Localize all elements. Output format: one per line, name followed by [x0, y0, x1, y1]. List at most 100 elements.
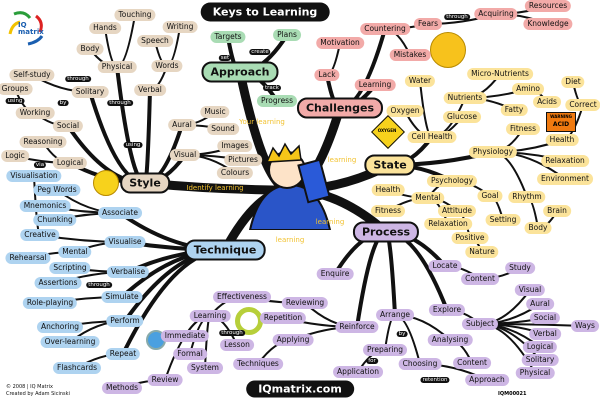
- process-node[interactable]: Repetition: [259, 312, 307, 324]
- process-node[interactable]: Ways: [571, 320, 599, 332]
- approach-node[interactable]: Progress: [256, 95, 298, 107]
- challenges-node[interactable]: Countering: [360, 23, 410, 35]
- technique-node[interactable]: Anchoring: [36, 321, 84, 333]
- style-node[interactable]: Writing: [162, 21, 198, 33]
- process-node[interactable]: Enquire: [316, 268, 354, 280]
- state-node[interactable]: Fitness: [506, 123, 540, 135]
- state-node[interactable]: Health: [371, 184, 405, 196]
- style-node[interactable]: Colours: [216, 167, 254, 179]
- style-node[interactable]: Sound: [207, 123, 239, 135]
- approach-node[interactable]: Targets: [210, 31, 246, 43]
- style-node[interactable]: Aural: [168, 119, 196, 131]
- state-node[interactable]: Positive: [451, 232, 489, 244]
- state-node[interactable]: Fatty: [500, 104, 528, 116]
- state-node[interactable]: Setting: [485, 214, 521, 226]
- challenges-node[interactable]: Fears: [413, 18, 443, 30]
- technique-hub-node[interactable]: Technique: [184, 239, 266, 261]
- technique-node[interactable]: Peg Words: [33, 184, 81, 196]
- technique-node[interactable]: Visualise: [104, 236, 146, 248]
- style-node[interactable]: Verbal: [134, 84, 166, 96]
- challenges-node[interactable]: Resources: [524, 0, 572, 12]
- style-node[interactable]: Solitary: [71, 86, 109, 98]
- process-node[interactable]: Techniques: [233, 358, 283, 370]
- technique-node[interactable]: Rehearsal: [5, 252, 51, 264]
- process-node[interactable]: Review: [147, 374, 183, 386]
- process-node[interactable]: Solitary: [521, 354, 559, 366]
- state-node[interactable]: Water: [404, 75, 436, 87]
- style-node[interactable]: Speech: [137, 35, 173, 47]
- state-node[interactable]: Environment: [537, 173, 593, 185]
- process-node[interactable]: Methods: [101, 382, 143, 394]
- technique-node[interactable]: Mental: [58, 246, 92, 258]
- style-node[interactable]: Hands: [89, 22, 121, 34]
- challenges-node[interactable]: Lack: [314, 69, 340, 81]
- style-hub-node[interactable]: Style: [120, 172, 170, 194]
- technique-node[interactable]: Visualisation: [6, 170, 62, 182]
- state-node[interactable]: Goal: [477, 190, 503, 202]
- state-node[interactable]: Diet: [561, 76, 585, 88]
- process-node[interactable]: Arrange: [376, 309, 414, 321]
- process-node[interactable]: Applying: [272, 334, 314, 346]
- process-node[interactable]: Learning: [189, 310, 231, 322]
- state-node[interactable]: Mental: [411, 192, 445, 204]
- state-node[interactable]: Brain: [543, 205, 571, 217]
- process-node[interactable]: Effectiveness: [213, 291, 271, 303]
- state-node[interactable]: Oxygen: [386, 105, 424, 117]
- style-node[interactable]: Music: [200, 106, 230, 118]
- process-node[interactable]: Reviewing: [281, 297, 329, 309]
- style-node[interactable]: Physical: [97, 61, 137, 73]
- style-node[interactable]: Logical: [52, 157, 88, 169]
- process-node[interactable]: Approach: [465, 374, 509, 386]
- state-node[interactable]: Correct: [565, 99, 600, 111]
- process-node[interactable]: Application: [333, 366, 383, 378]
- technique-node[interactable]: Flashcards: [53, 362, 101, 374]
- technique-node[interactable]: Scripting: [49, 262, 91, 274]
- style-node[interactable]: Words: [151, 60, 183, 72]
- technique-node[interactable]: Perform: [106, 315, 144, 327]
- state-node[interactable]: Fitness: [371, 205, 405, 217]
- process-node[interactable]: Explore: [428, 304, 466, 316]
- technique-node[interactable]: Chunking: [33, 214, 77, 226]
- technique-node[interactable]: Role-playing: [22, 297, 78, 309]
- state-node[interactable]: Rhythm: [508, 191, 546, 203]
- state-node[interactable]: Attitude: [437, 205, 477, 217]
- challenges-node[interactable]: Learning: [354, 79, 396, 91]
- state-node[interactable]: Acids: [533, 96, 561, 108]
- technique-node[interactable]: Verbalise: [106, 266, 150, 278]
- state-node[interactable]: Psychology: [426, 175, 478, 187]
- style-node[interactable]: Groups: [0, 83, 33, 95]
- technique-node[interactable]: Creative: [20, 229, 60, 241]
- process-node[interactable]: Social: [529, 312, 561, 324]
- process-node[interactable]: Content: [461, 273, 499, 285]
- state-node[interactable]: Relaxation: [541, 155, 589, 167]
- technique-node[interactable]: Associate: [98, 207, 142, 219]
- process-node[interactable]: Analysing: [427, 334, 473, 346]
- process-node[interactable]: Locate: [428, 260, 462, 272]
- process-node[interactable]: Visual: [514, 284, 546, 296]
- process-node[interactable]: Physical: [515, 367, 555, 379]
- process-node[interactable]: Subject: [461, 318, 499, 330]
- technique-node[interactable]: Over-learning: [40, 336, 100, 348]
- challenges-node[interactable]: Mistakes: [389, 49, 431, 61]
- state-node[interactable]: Cell Health: [407, 131, 457, 143]
- state-node[interactable]: Glucose: [443, 111, 481, 123]
- state-node[interactable]: Relaxation: [424, 218, 472, 230]
- process-node[interactable]: Verbal: [529, 328, 561, 340]
- style-node[interactable]: Pictures: [224, 154, 262, 166]
- challenges-hub-node[interactable]: Challenges: [296, 97, 384, 119]
- process-node[interactable]: Aural: [526, 298, 554, 310]
- challenges-node[interactable]: Acquiring: [474, 8, 518, 20]
- state-node[interactable]: Physiology: [468, 146, 518, 158]
- process-node[interactable]: Reinforce: [335, 321, 379, 333]
- website-banner[interactable]: IQmatrix.com: [246, 380, 354, 398]
- style-node[interactable]: Logic: [1, 150, 29, 162]
- state-hub-node[interactable]: State: [364, 154, 416, 176]
- process-node[interactable]: Lesson: [220, 339, 254, 351]
- state-node[interactable]: Amino: [512, 83, 544, 95]
- style-node[interactable]: Social: [52, 120, 84, 132]
- style-node[interactable]: Body: [76, 43, 104, 55]
- style-node[interactable]: Working: [15, 107, 55, 119]
- process-node[interactable]: Immediate: [160, 330, 210, 342]
- state-node[interactable]: Body: [524, 222, 552, 234]
- process-node[interactable]: System: [187, 362, 223, 374]
